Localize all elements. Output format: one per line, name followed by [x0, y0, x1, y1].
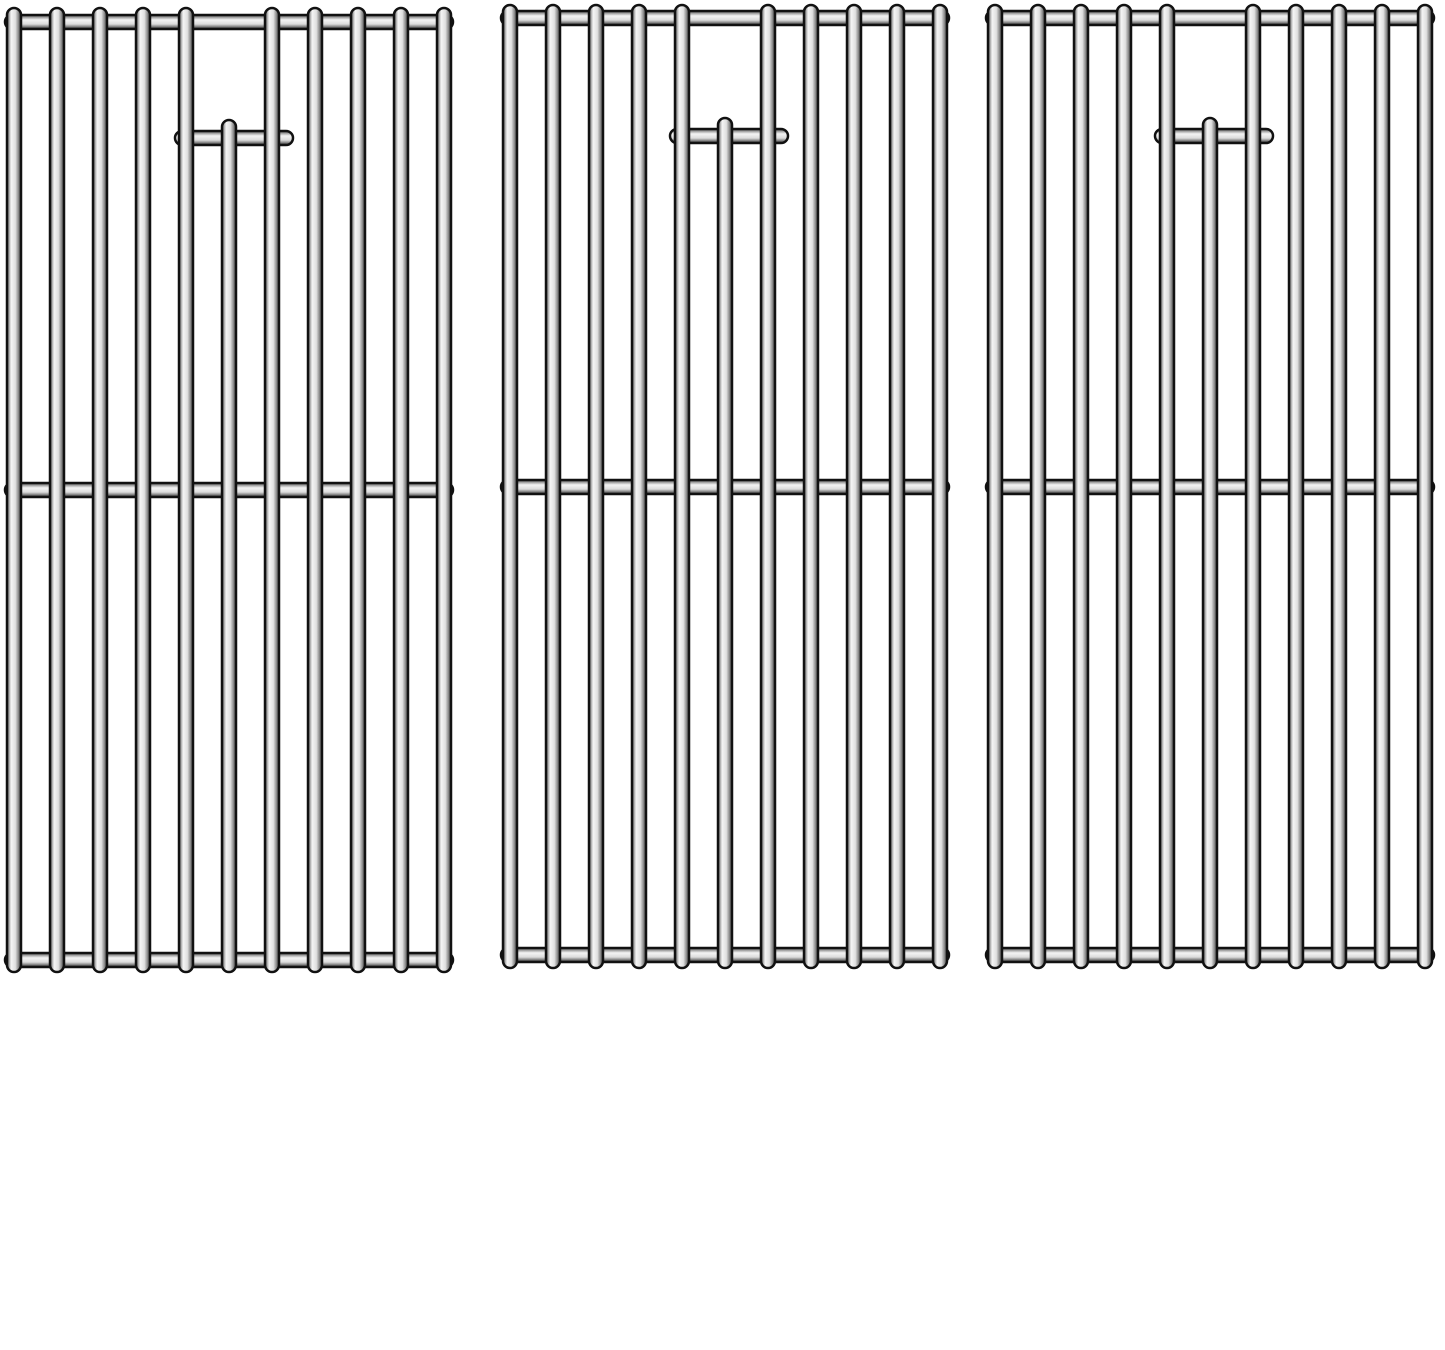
grill-grate — [499, 3, 951, 970]
grate-rod — [630, 3, 648, 970]
grate-rod — [845, 3, 863, 970]
grate-rod — [802, 3, 820, 970]
grate-rod — [587, 3, 605, 970]
center-handle-rod — [220, 118, 238, 974]
grate-rod — [134, 6, 152, 974]
grate-rod — [759, 3, 777, 970]
grill-grate — [984, 3, 1436, 970]
grate-rod — [1072, 3, 1090, 970]
grate-rod — [1244, 3, 1262, 970]
grate-rod — [544, 3, 562, 970]
cross-bar — [499, 9, 951, 27]
grate-rod — [501, 3, 519, 970]
grate-rod — [1029, 3, 1047, 970]
grate-rod — [349, 6, 367, 974]
cross-bar — [984, 9, 1436, 27]
grate-rod — [177, 6, 195, 974]
grate-rod — [1330, 3, 1348, 970]
grate-rod — [888, 3, 906, 970]
grate-rod — [673, 3, 691, 970]
grate-rod — [5, 6, 23, 974]
grate-rod — [48, 6, 66, 974]
grate-rod — [1416, 3, 1434, 970]
center-handle-rod — [716, 116, 734, 970]
grate-rod — [392, 6, 410, 974]
grate-rod — [986, 3, 1004, 970]
grate-rod — [1373, 3, 1391, 970]
grate-rod — [1287, 3, 1305, 970]
grate-rod — [435, 6, 453, 974]
grate-rod — [263, 6, 281, 974]
grate-rod — [91, 6, 109, 974]
grate-rod — [1115, 3, 1133, 970]
center-handle-rod — [1201, 116, 1219, 970]
cross-bar — [3, 13, 455, 31]
grate-rod — [931, 3, 949, 970]
grate-rod — [306, 6, 324, 974]
grill-grate — [3, 6, 455, 974]
grate-rod — [1158, 3, 1176, 970]
